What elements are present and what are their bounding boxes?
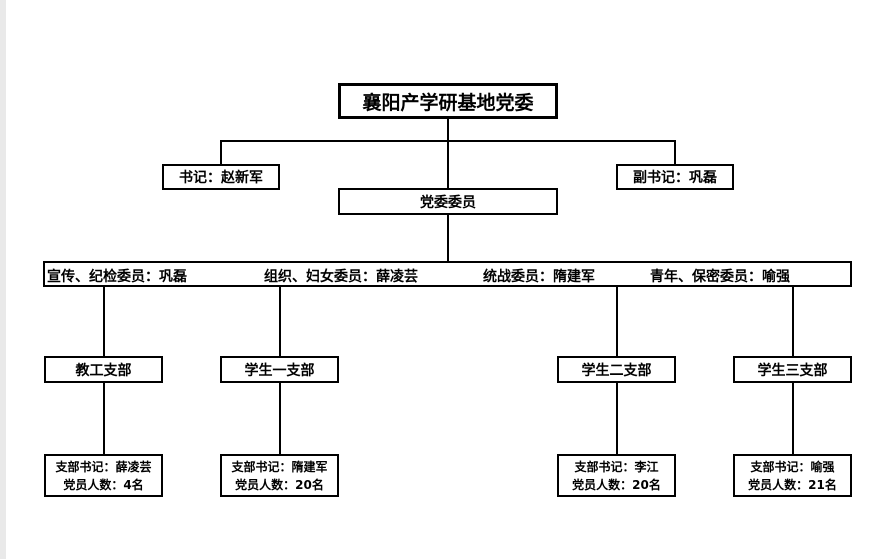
branch-box-2: 学生一支部 (220, 356, 339, 383)
branch-info-box-1: 支部书记：薛凌芸 党员人数：4名 (44, 454, 163, 497)
committee-members-row: 宣传、纪检委员：巩磊 组织、妇女委员：薛凌芸 统战委员：隋建军 青年、保密委员：… (43, 261, 852, 287)
branch-box-3: 学生二支部 (557, 356, 676, 383)
branch-box-4: 学生三支部 (733, 356, 852, 383)
branch-secretary-4: 支部书记：喻强 (750, 459, 835, 474)
connector-title-down (447, 118, 449, 141)
deputy-secretary-box: 副书记：巩磊 (616, 164, 734, 190)
connector-branch-1 (103, 286, 105, 357)
committee-member-4: 青年、保密委员：喻强 (650, 269, 790, 285)
branch-info-box-3: 支部书记：李江 党员人数：20名 (557, 454, 676, 497)
branch-name-1: 教工支部 (75, 362, 132, 379)
connector-branch-2 (279, 286, 281, 357)
committee-member-3: 统战委员：隋建军 (483, 269, 595, 285)
branch-secretary-1: 支部书记：薛凌芸 (55, 459, 152, 474)
connector-to-secretary (220, 140, 222, 165)
page-edge (0, 0, 6, 559)
branch-name-4: 学生三支部 (757, 362, 828, 379)
deputy-secretary-label: 副书记：巩磊 (633, 170, 717, 186)
connector-branch-4 (792, 286, 794, 357)
connector-to-deputy (674, 140, 676, 165)
committee-member-1: 宣传、纪检委员：巩磊 (47, 269, 187, 285)
branch-members-4: 党员人数：21名 (748, 477, 837, 492)
connector-committee-down (447, 214, 449, 262)
connector-leaf-1 (103, 382, 105, 455)
branch-members-2: 党员人数：20名 (235, 477, 324, 492)
branch-members-1: 党员人数：4名 (63, 477, 144, 492)
committee-box: 党委委员 (338, 188, 558, 215)
connector-to-committee (447, 140, 449, 189)
committee-label: 党委委员 (420, 194, 476, 211)
connector-branch-3 (616, 286, 618, 357)
secretary-box: 书记：赵新军 (162, 164, 280, 190)
branch-box-1: 教工支部 (44, 356, 163, 383)
branch-name-3: 学生二支部 (581, 362, 652, 379)
committee-member-2: 组织、妇女委员：薛凌芸 (264, 269, 418, 285)
branch-secretary-3: 支部书记：李江 (574, 459, 659, 474)
connector-leaf-3 (616, 382, 618, 455)
connector-leaf-2 (279, 382, 281, 455)
branch-name-2: 学生一支部 (244, 362, 315, 379)
connector-leaf-4 (792, 382, 794, 455)
org-title: 襄阳产学研基地党委 (362, 91, 534, 114)
org-title-box: 襄阳产学研基地党委 (338, 83, 558, 119)
secretary-label: 书记：赵新军 (179, 170, 263, 186)
branch-members-3: 党员人数：20名 (572, 477, 661, 492)
branch-info-box-2: 支部书记：隋建军 党员人数：20名 (220, 454, 339, 497)
branch-info-box-4: 支部书记：喻强 党员人数：21名 (733, 454, 852, 497)
branch-secretary-2: 支部书记：隋建军 (231, 459, 328, 474)
